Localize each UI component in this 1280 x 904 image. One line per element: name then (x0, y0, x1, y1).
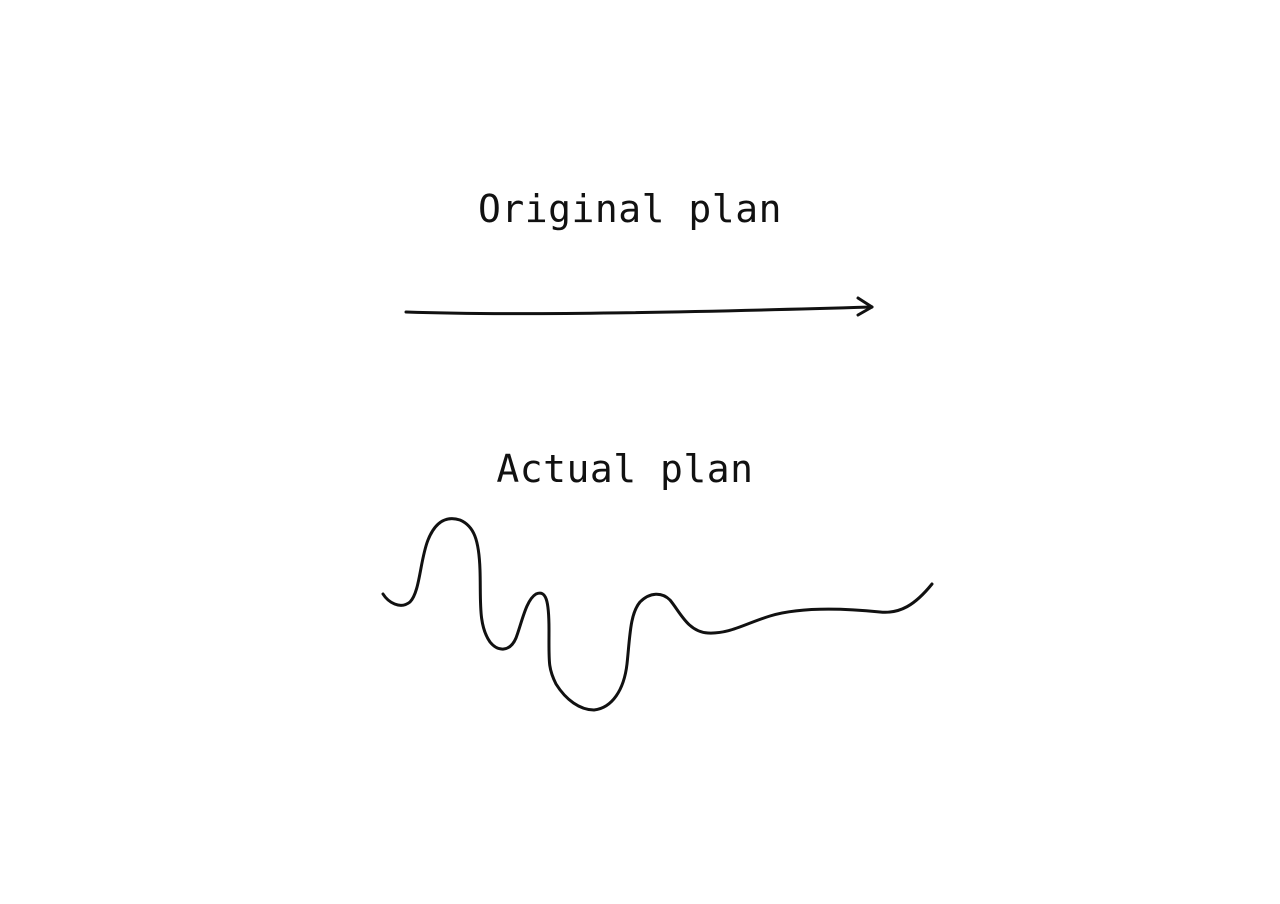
squiggly-line (381, 517, 934, 712)
actual-plan-label: Actual plan (496, 447, 753, 491)
original-plan-arrow (404, 296, 874, 317)
straight-line (404, 305, 874, 316)
arrowhead-icon (856, 296, 874, 317)
original-plan-label: Original plan (478, 187, 782, 231)
